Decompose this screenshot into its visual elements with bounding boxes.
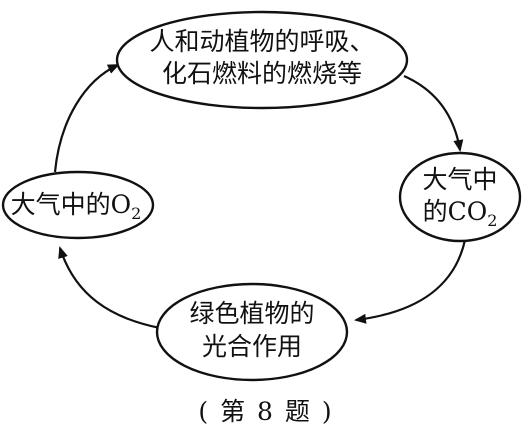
node-respiration-line2: 化石燃料的燃烧等: [162, 59, 362, 88]
node-o2-label: 大气中的O2: [11, 190, 142, 223]
node-atmospheric-co2: 大气中 的CO2: [398, 151, 522, 243]
node-photosynthesis-line2: 光合作用: [202, 332, 302, 361]
arrow-top-to-right: [403, 74, 464, 152]
node-co2-subscript: 2: [487, 211, 497, 230]
node-respiration-line1: 人和动植物的呼吸、: [149, 27, 374, 56]
arrow-bottom-to-left: [58, 246, 161, 330]
node-co2-formula: 的CO: [423, 197, 488, 226]
question-caption: ( 第 8 题 ): [198, 397, 334, 426]
node-respiration-combustion: 人和动植物的呼吸、 化石燃料的燃烧等: [115, 10, 409, 110]
arrow-right-to-bottom: [354, 239, 467, 324]
node-photosynthesis-line1: 绿色植物的: [189, 299, 314, 328]
node-co2-line2: 的CO2: [423, 197, 498, 230]
node-o2-formula: 大气中的O: [11, 190, 132, 219]
node-atmospheric-o2: 大气中的O2: [1, 170, 155, 240]
arrow-left-to-top: [53, 63, 120, 173]
node-co2-line1: 大气中: [422, 165, 497, 194]
node-photosynthesis: 绿色植物的 光合作用: [155, 282, 349, 382]
node-o2-subscript: 2: [131, 204, 141, 223]
